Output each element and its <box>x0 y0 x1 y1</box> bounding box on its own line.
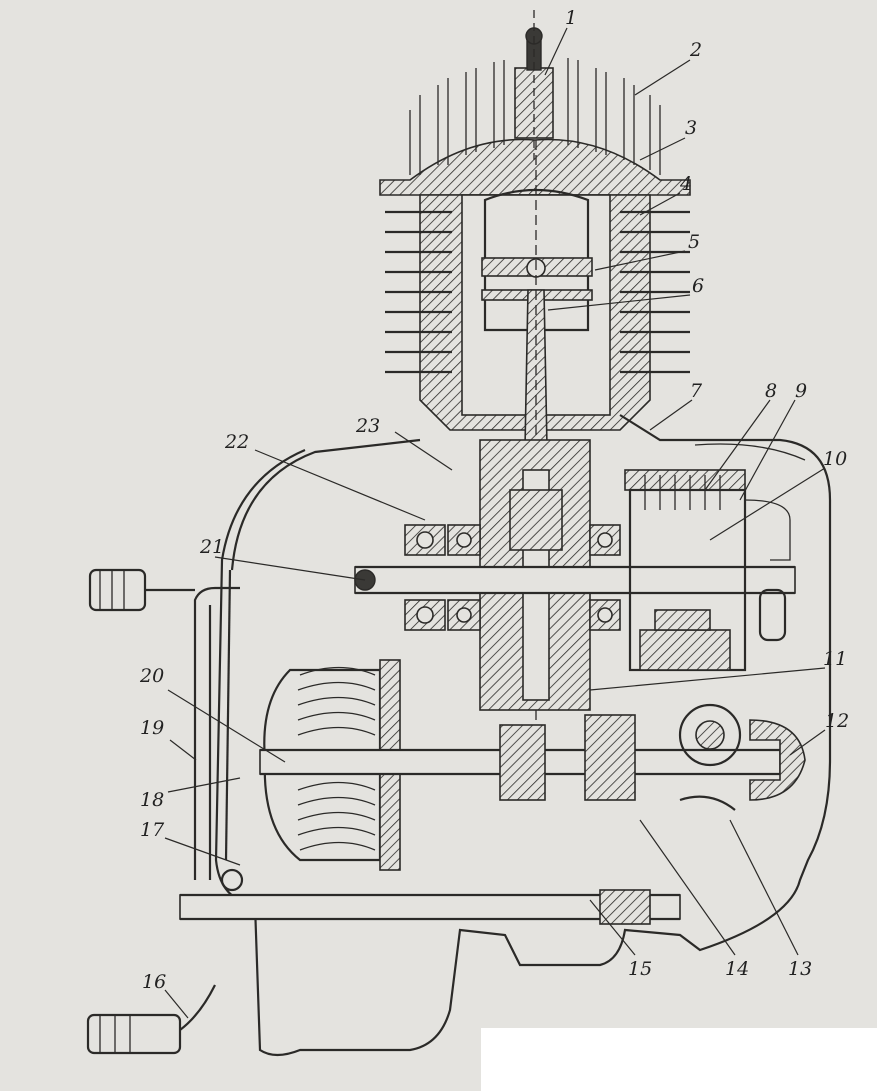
callout-3: 3 <box>685 117 697 139</box>
callout-10: 10 <box>823 448 847 470</box>
crankshaft <box>354 439 796 711</box>
generator <box>624 469 791 672</box>
main-bearings <box>404 524 621 631</box>
callout-15: 15 <box>628 958 652 980</box>
callout-11: 11 <box>823 648 847 670</box>
callout-6: 6 <box>692 275 704 297</box>
callout-9: 9 <box>795 380 807 402</box>
callout-1: 1 <box>565 7 577 29</box>
blank-corner-patch <box>481 1028 877 1091</box>
callout-13: 13 <box>788 958 812 980</box>
kickstart <box>86 568 681 1055</box>
callout-19: 19 <box>140 717 164 739</box>
callout-23: 23 <box>355 415 380 437</box>
callout-20: 20 <box>139 665 164 687</box>
crankcase <box>214 414 832 1057</box>
callout-labels: 1 2 3 4 5 6 7 8 9 10 11 12 13 14 15 16 1… <box>139 7 849 993</box>
callout-16: 16 <box>142 971 166 993</box>
callout-17: 17 <box>140 819 165 841</box>
callout-18: 18 <box>140 789 164 811</box>
callout-2: 2 <box>689 39 702 61</box>
gearbox <box>499 703 806 811</box>
callout-22: 22 <box>224 431 249 453</box>
callout-14: 14 <box>725 958 749 980</box>
callout-7: 7 <box>690 380 703 402</box>
leader-lines <box>164 27 826 1019</box>
callout-8: 8 <box>765 380 777 402</box>
callout-12: 12 <box>825 710 849 732</box>
callout-5: 5 <box>688 231 700 253</box>
callout-21: 21 <box>199 536 224 558</box>
cylinder-head <box>379 10 691 196</box>
callout-4: 4 <box>679 173 692 195</box>
